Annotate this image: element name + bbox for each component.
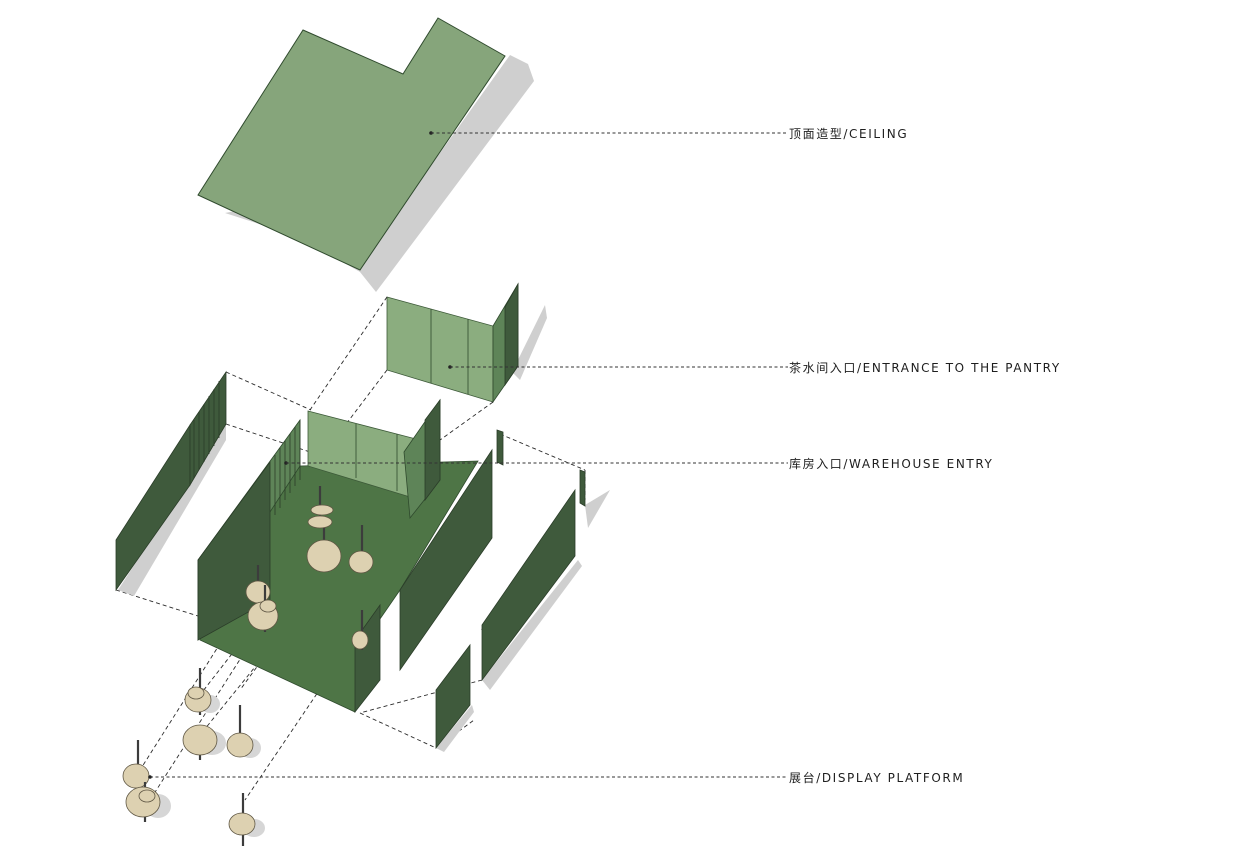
left-partition-wall: [115, 370, 227, 596]
right-partition-walls: [435, 429, 610, 752]
callout-pantry-entrance: 茶水间入口/ENTRANCE TO THE PANTRY: [789, 361, 1061, 375]
ceiling-panel: [197, 17, 534, 292]
callout-warehouse-entry: 库房入口/WAREHOUSE ENTRY: [789, 457, 994, 471]
callout-display-platform: 展台/DISPLAY PLATFORM: [789, 771, 965, 785]
exploded-display-platforms: [122, 668, 265, 846]
leader-lines: [148, 132, 788, 779]
callout-ceiling: 顶面造型/CEILING: [789, 127, 909, 141]
pantry-entrance-walls: [386, 282, 547, 404]
room-display-platforms: [245, 486, 374, 650]
main-room: [197, 398, 493, 714]
